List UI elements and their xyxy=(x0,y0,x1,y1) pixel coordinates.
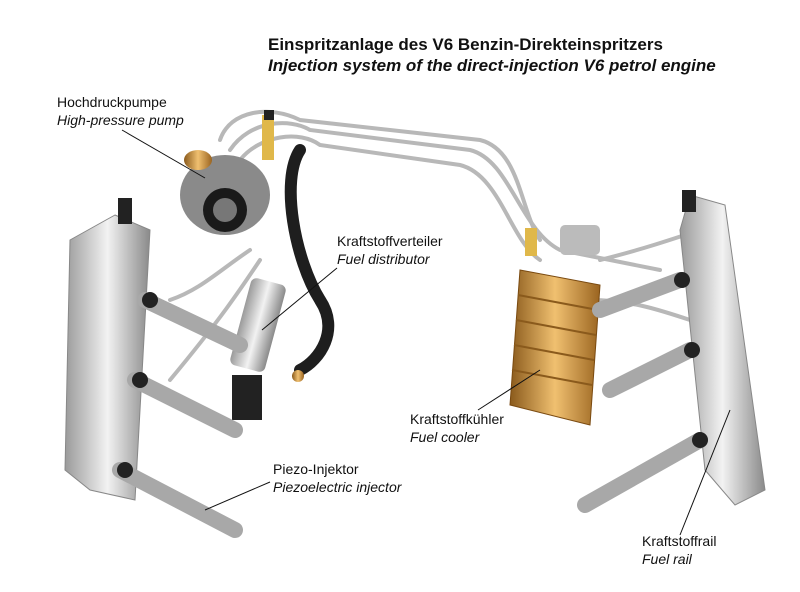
left-injectors xyxy=(112,292,248,538)
label-cooler-de: Kraftstoffkühler xyxy=(410,411,504,427)
label-injector: Piezo-Injektor Piezoelectric injector xyxy=(273,460,401,496)
label-cooler: Kraftstoffkühler Fuel cooler xyxy=(410,410,504,446)
title-german: Einspritzanlage des V6 Benzin-Direkteins… xyxy=(268,35,663,54)
high-pressure-pump xyxy=(180,110,274,235)
label-pump-en: High-pressure pump xyxy=(57,112,184,128)
right-injectors xyxy=(577,272,708,513)
label-pump: Hochdruckpumpe High-pressure pump xyxy=(57,93,184,129)
title-english: Injection system of the direct-injection… xyxy=(268,56,716,75)
right-fuel-rail xyxy=(679,194,766,506)
label-rail-de: Kraftstoffrail xyxy=(642,533,717,549)
label-distributor-de: Kraftstoffverteiler xyxy=(337,233,443,249)
fuel-cooler xyxy=(509,225,601,426)
return-hose xyxy=(284,144,335,376)
label-pump-de: Hochdruckpumpe xyxy=(57,94,167,110)
label-cooler-en: Fuel cooler xyxy=(410,429,480,445)
label-injector-de: Piezo-Injektor xyxy=(273,461,359,477)
leader-lines xyxy=(121,129,731,536)
left-fuel-rail xyxy=(64,214,151,501)
label-rail: Kraftstoffrail Fuel rail xyxy=(642,532,716,568)
label-injector-en: Piezoelectric injector xyxy=(273,479,402,495)
label-distributor: Kraftstoffverteiler Fuel distributor xyxy=(337,232,443,268)
label-rail-en: Fuel rail xyxy=(642,551,692,567)
page-title: Einspritzanlage des V6 Benzin-Direkteins… xyxy=(268,34,716,76)
label-distributor-en: Fuel distributor xyxy=(337,251,430,267)
